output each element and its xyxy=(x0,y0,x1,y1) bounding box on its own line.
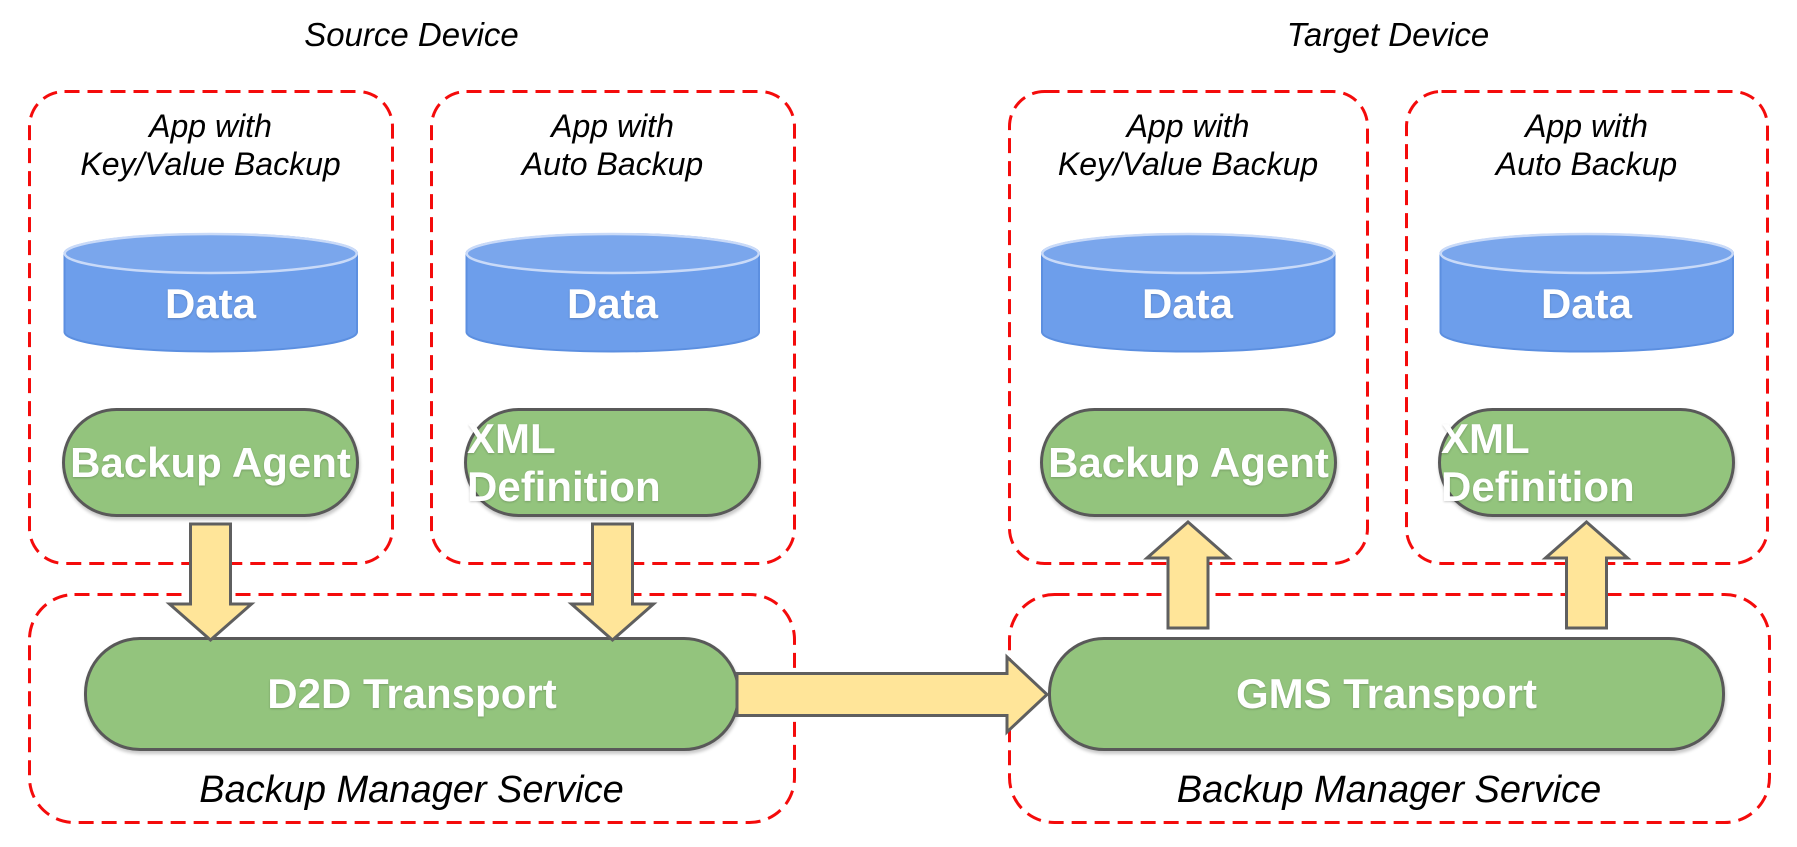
app-label-line1: App with xyxy=(1126,108,1250,144)
source-keyvalue-app-label: App with Key/Value Backup xyxy=(28,107,393,183)
target-keyvalue-data-cylinder xyxy=(1041,232,1336,353)
source-keyvalue-data-cylinder xyxy=(63,232,358,353)
source-auto-data-label: Data xyxy=(566,280,659,327)
target-auto-app-label: App with Auto Backup xyxy=(1405,107,1768,183)
source-keyvalue-data-label: Data xyxy=(164,280,257,327)
source-auto-app-label: App with Auto Backup xyxy=(430,107,795,183)
target-backup-manager-service-label: Backup Manager Service xyxy=(1176,769,1602,811)
target-auto-data-cylinder xyxy=(1439,232,1734,353)
app-label-line1: App with xyxy=(1525,108,1648,144)
source-xml-definition-pill: XML Definition xyxy=(464,408,761,517)
target-xml-definition-pill: XML Definition xyxy=(1438,408,1735,517)
gms-transport-pill: GMS Transport xyxy=(1048,637,1725,751)
app-label-line2: Auto Backup xyxy=(521,146,704,182)
target-keyvalue-data-label: Data xyxy=(1141,280,1234,327)
app-label-line1: App with xyxy=(551,108,674,144)
target-auto-data-label: Data xyxy=(1540,280,1633,327)
source-backup-agent-pill: Backup Agent xyxy=(62,408,359,517)
app-label-line2: Key/Value Backup xyxy=(80,146,341,182)
d2d-transport-pill: D2D Transport xyxy=(84,637,740,751)
app-label-line2: Auto Backup xyxy=(1495,146,1678,182)
target-backup-agent-pill: Backup Agent xyxy=(1040,408,1337,517)
source-backup-manager-service-label: Backup Manager Service xyxy=(199,769,624,811)
target-device-title: Target Device xyxy=(1286,16,1490,53)
source-auto-data-cylinder xyxy=(465,232,760,353)
app-label-line2: Key/Value Backup xyxy=(1057,146,1319,182)
app-label-line1: App with xyxy=(149,108,272,144)
source-device-title: Source Device xyxy=(304,16,519,53)
target-keyvalue-app-label: App with Key/Value Backup xyxy=(1008,107,1368,183)
